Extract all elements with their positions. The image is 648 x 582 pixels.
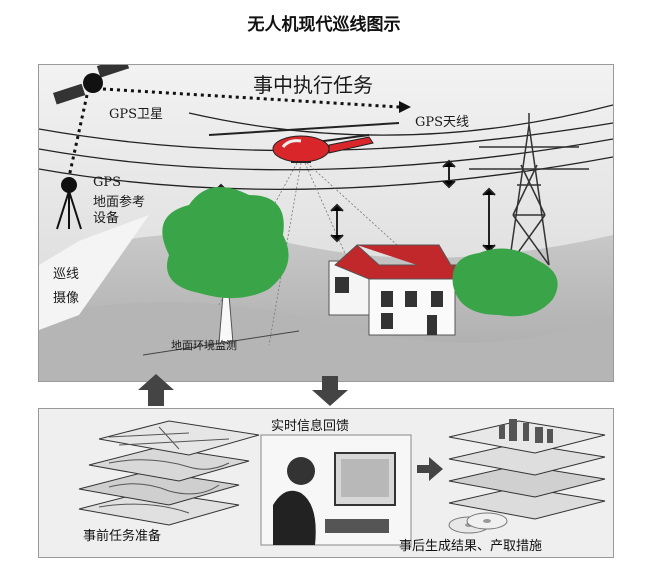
scene-illustration bbox=[39, 65, 613, 381]
layered-results-icon bbox=[448, 419, 606, 520]
gps-reference-icon bbox=[56, 177, 82, 230]
process-panel: 实时信息回馈 事前任务准备 事后生成结果、产取措施 bbox=[38, 408, 614, 558]
gps-satellite-icon bbox=[53, 65, 130, 105]
page-title: 无人机现代巡线图示 bbox=[247, 15, 401, 35]
gps-reference-label-2: 地面参考 bbox=[93, 195, 146, 210]
tree-right bbox=[452, 248, 558, 317]
gps-reference-label-3: 设备 bbox=[93, 211, 120, 226]
preparation-label: 事前任务准备 bbox=[83, 529, 162, 544]
gps-links bbox=[67, 87, 400, 178]
transmission-tower bbox=[469, 113, 589, 266]
up-arrow-icon bbox=[138, 374, 174, 406]
results-label: 事后生成结果、产取措施 bbox=[399, 539, 543, 554]
gps-satellite-label: GPS卫星 bbox=[109, 107, 164, 122]
process-illustration bbox=[78, 419, 606, 546]
patrol-label-1: 巡线 bbox=[53, 267, 80, 282]
tree-left bbox=[162, 187, 289, 344]
operator-computer-icon bbox=[260, 434, 412, 546]
ground-monitor-label: 地面环境监测 bbox=[171, 339, 237, 352]
layered-maps-icon bbox=[78, 420, 260, 526]
mission-scene: 事中执行任务 GPS卫星 GPS天线 GPS 地面参考 设备 巡线 摄像 地面环… bbox=[38, 64, 614, 382]
mission-title: 事中执行任务 bbox=[253, 73, 373, 97]
gps-antenna-label: GPS天线 bbox=[415, 115, 470, 130]
road bbox=[39, 215, 149, 330]
right-arrow-icon bbox=[417, 457, 443, 481]
house bbox=[328, 244, 460, 336]
feedback-label: 实时信息回馈 bbox=[271, 419, 350, 434]
patrol-label-2: 摄像 bbox=[53, 291, 80, 306]
helicopter-icon bbox=[208, 122, 400, 163]
down-arrow-icon bbox=[312, 376, 348, 406]
gps-reference-label-1: GPS bbox=[93, 175, 122, 190]
disc-icon bbox=[448, 512, 508, 534]
